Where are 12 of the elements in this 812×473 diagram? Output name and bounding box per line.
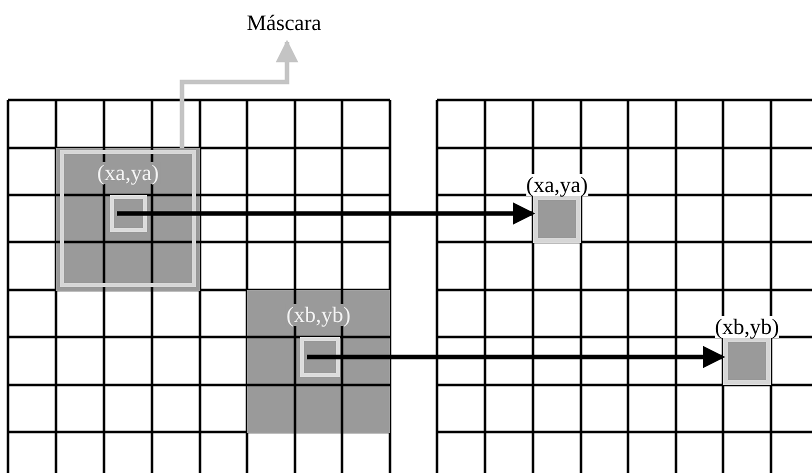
coordinate-label: (xb,yb) (285, 304, 352, 326)
coordinate-label: (xb,yb) (714, 316, 780, 338)
caption-text: Máscara (246, 12, 322, 34)
coordinate-label: (xa,ya) (526, 174, 588, 196)
leader-arrow (180, 40, 298, 148)
arrow (307, 346, 726, 368)
center-pixel-box (110, 195, 147, 232)
arrow (117, 202, 536, 225)
center-pixel-box (300, 337, 340, 377)
mask-window (56, 148, 200, 291)
coordinate-label: (xa,ya) (96, 162, 160, 184)
mask-window (247, 290, 390, 433)
